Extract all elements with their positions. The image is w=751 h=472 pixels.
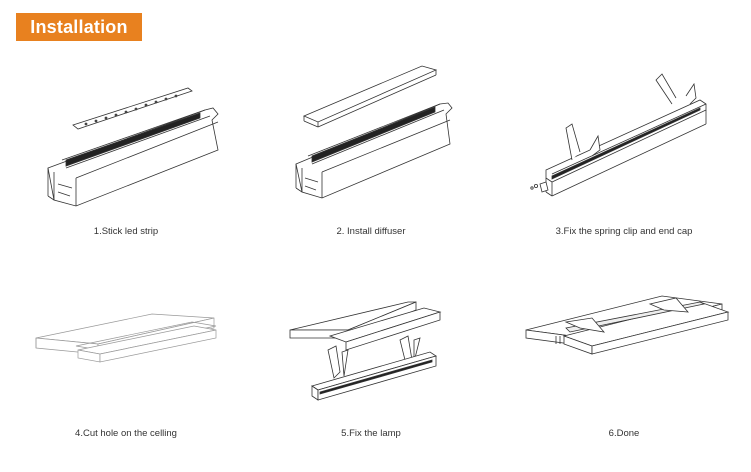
step-4-caption: 4.Cut hole on the celling	[75, 428, 177, 439]
section-title: Installation	[16, 13, 142, 41]
step-2-caption: 2. Install diffuser	[336, 226, 406, 237]
step-3-caption: 3.Fix the spring clip and end cap	[555, 226, 693, 237]
step-1-caption: 1.Stick led strip	[93, 226, 159, 237]
step-5-caption: 5.Fix the lamp	[341, 428, 401, 439]
step-6-caption: 6.Done	[608, 428, 640, 439]
